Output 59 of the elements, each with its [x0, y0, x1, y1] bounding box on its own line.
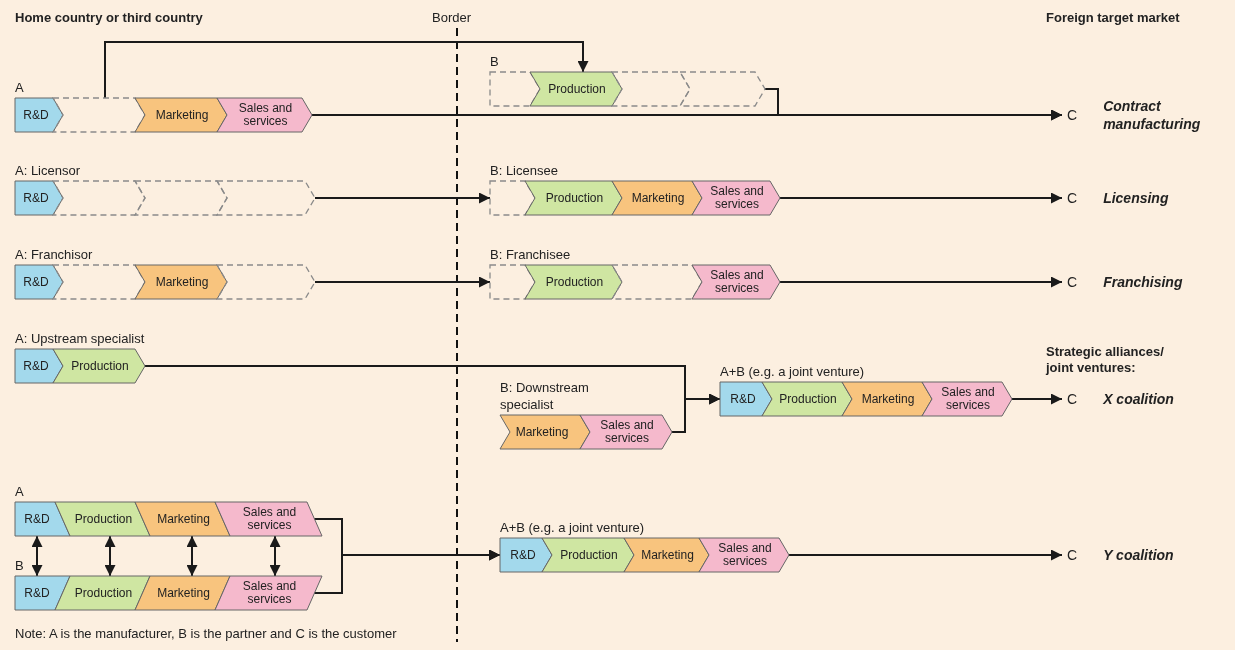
customer-label: C — [1066, 547, 1078, 563]
value-chain-step: R&D — [15, 98, 63, 132]
value-chain-step: Marketing — [135, 502, 230, 536]
entry-mode-label: Franchising — [1103, 273, 1184, 291]
customer-label: C — [1066, 190, 1078, 206]
arrow — [104, 41, 589, 99]
arrow — [313, 549, 501, 594]
arrow — [779, 276, 1063, 288]
value-chain-step: R&D — [15, 181, 63, 215]
double-arrow — [269, 535, 281, 577]
customer-label: C — [1066, 391, 1078, 407]
value-chain-step: Sales and services — [215, 576, 322, 610]
chain-label: A+B (e.g. a joint venture) — [500, 520, 645, 536]
region-heading: Foreign target market — [1046, 10, 1180, 26]
entry-mode-label: X coalition — [1103, 390, 1175, 408]
region-heading: Home country or third country — [15, 10, 203, 26]
arrow — [779, 192, 1063, 204]
double-arrow — [186, 535, 198, 577]
entry-mode-label: Contract manufacturing — [1103, 97, 1202, 133]
customer-label: C — [1066, 274, 1078, 290]
value-chain-step: Production — [53, 349, 145, 383]
value-chain-step: Sales and services — [922, 382, 1012, 416]
chain-label: A+B (e.g. a joint venture) — [720, 364, 865, 380]
arrow — [1011, 393, 1063, 405]
border-label: Border — [432, 10, 472, 26]
value-chain-step: Production — [55, 576, 150, 610]
entry-mode-label: Licensing — [1103, 189, 1170, 207]
value-chain-step: Sales and services — [692, 265, 780, 299]
value-chain-step: Marketing — [135, 576, 230, 610]
double-arrow — [104, 535, 116, 577]
arrow — [671, 393, 721, 433]
chain-label: B: Downstream specialist — [500, 379, 590, 413]
empty-step-placeholder — [680, 72, 765, 106]
arrow — [314, 276, 491, 288]
arrow — [788, 549, 1063, 561]
empty-step-placeholder — [217, 181, 315, 215]
value-chain-step: Production — [55, 502, 150, 536]
chain-label: B — [15, 558, 24, 574]
chain-label: B — [490, 54, 499, 70]
value-chain-step: Sales and services — [692, 181, 780, 215]
arrow — [314, 192, 491, 204]
value-chain-step: Sales and services — [215, 502, 322, 536]
chain-label: A: Franchisor — [15, 247, 93, 263]
double-arrow — [31, 535, 43, 577]
chain-label: A: Licensor — [15, 163, 81, 179]
empty-step-placeholder — [135, 181, 227, 215]
chain-label: A — [15, 484, 24, 500]
value-chain-step: R&D — [15, 265, 63, 299]
arrow — [764, 88, 1063, 121]
customer-label: C — [1066, 107, 1078, 123]
note-text: Note: A is the manufacturer, B is the partner and C is the customer — [15, 626, 397, 642]
value-chain-step: Sales and services — [699, 538, 789, 572]
section-heading: Strategic alliances/ joint ventures: — [1046, 344, 1165, 376]
chain-label: A — [15, 80, 24, 96]
value-chain-step: Sales and services — [580, 415, 672, 449]
chain-label: B: Franchisee — [490, 247, 571, 263]
chain-label: A: Upstream specialist — [15, 331, 145, 347]
chain-label: B: Licensee — [490, 163, 558, 179]
entry-mode-label: Y coalition — [1103, 546, 1175, 564]
